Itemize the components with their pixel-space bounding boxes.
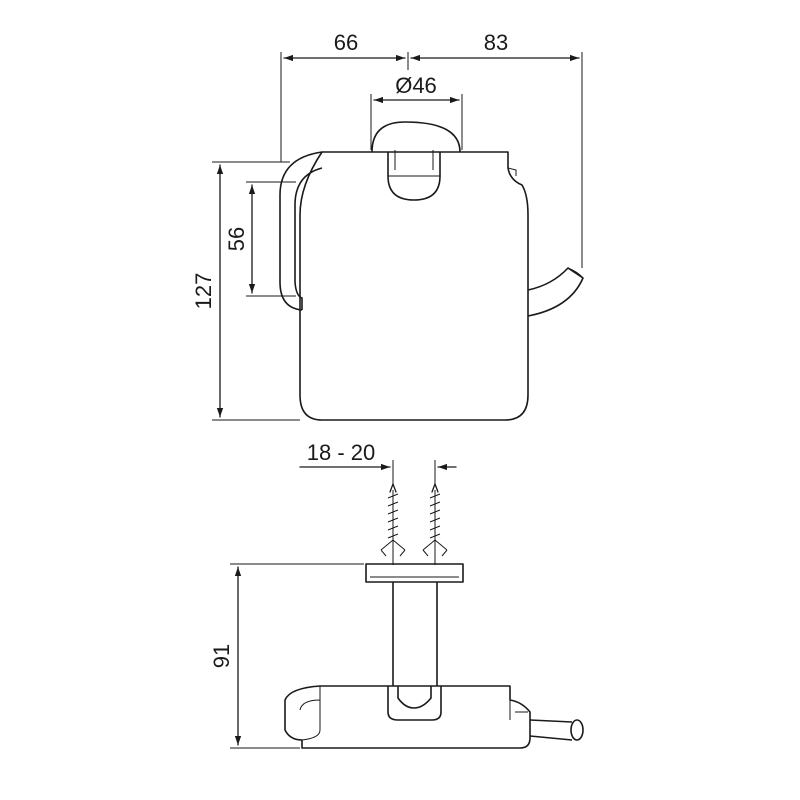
- dimension-label-127: 127: [191, 273, 216, 310]
- dimension-label-anchor-spacing: 18 - 20: [307, 440, 376, 465]
- screw-left: [380, 483, 406, 565]
- lid-side-notch: [507, 167, 517, 176]
- dimension-roll-hole-height: 56: [224, 181, 296, 297]
- dimension-label-diameter: Ø46: [395, 73, 437, 98]
- wall-rosette: [371, 121, 461, 153]
- dimension-label-56: 56: [224, 227, 249, 251]
- roll-arm: [279, 151, 323, 311]
- front-view: [279, 121, 584, 421]
- hinge-block: [387, 150, 441, 201]
- dimension-label-66: 66: [334, 30, 358, 55]
- base-body: [284, 685, 531, 749]
- dimension-depth: 91: [209, 563, 364, 749]
- dimension-width-right: 83: [410, 30, 583, 268]
- dimension-label-83: 83: [484, 30, 508, 55]
- dimension-width-left: 66: [280, 30, 409, 162]
- wall-plate: [365, 563, 464, 583]
- cover-lid: [299, 151, 529, 421]
- base-hook-arm: [529, 719, 573, 741]
- dimension-anchor-spacing: 18 - 20: [299, 440, 457, 484]
- dimension-total-height: 127: [191, 161, 300, 421]
- hook-arm: [527, 267, 584, 317]
- support-post: [392, 582, 438, 686]
- side-view: [284, 483, 584, 749]
- dimension-label-91: 91: [209, 644, 234, 668]
- dimension-rosette-diameter: Ø46: [370, 73, 463, 150]
- screw-right: [422, 483, 448, 565]
- base-hinge-notch: [387, 686, 442, 721]
